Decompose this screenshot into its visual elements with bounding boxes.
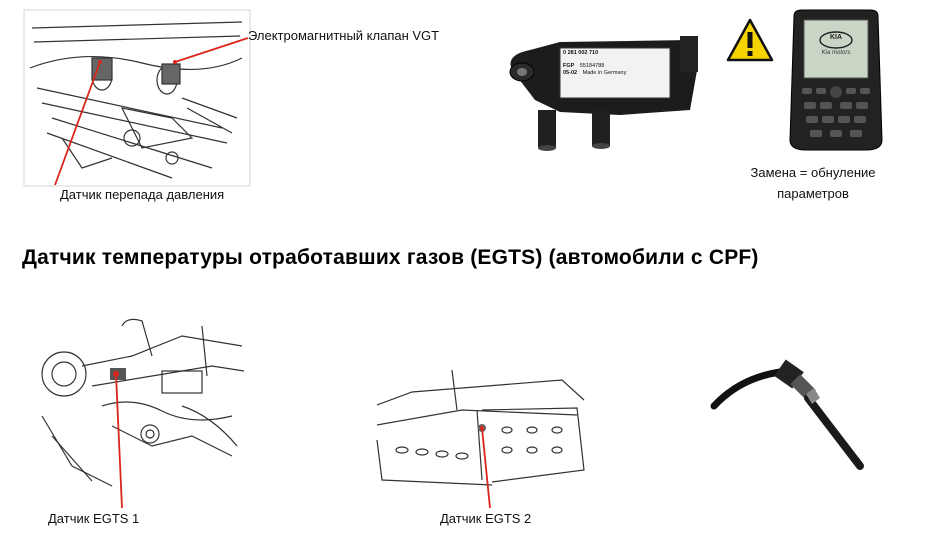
pressure-sensor-label: Датчик перепада давления: [60, 187, 225, 202]
section-heading: Датчик температуры отработавших газов (E…: [22, 246, 759, 269]
egts1-engine-illustration: [41, 318, 245, 487]
egts2-label: Датчик EGTS 2: [440, 511, 532, 526]
engine-top-illustration: [23, 9, 251, 187]
sensor-part-no: 0 281 002 710: [563, 50, 599, 56]
sensor-line: 05-02: [563, 70, 578, 76]
warning-triangle-icon: [726, 18, 774, 62]
diagnostic-tester-image: [789, 9, 883, 151]
replace-note-line2: параметров: [777, 186, 849, 201]
pressure-sensor-image: [509, 36, 698, 151]
tester-brand: KIA: [829, 34, 843, 41]
sensor-sticker-text: 0 281 002 710 FGP 55184788 05-02 Made in…: [563, 50, 671, 77]
replace-note-line1: Замена = обнуление: [750, 165, 876, 180]
vgt-valve-label: Электромагнитный клапан VGT: [248, 28, 440, 43]
sensor-made-in: Made in Germany: [582, 70, 627, 76]
egts2-cpf-illustration: [376, 369, 585, 486]
egts-sensor-probe-image: [710, 359, 864, 470]
sensor-fgp: FGP: [563, 63, 575, 69]
replace-note: Замена = обнуление параметров: [738, 162, 888, 204]
sensor-code: 55184788: [579, 63, 605, 69]
tester-screen-text: Kia motors: [821, 50, 851, 56]
egts1-label: Датчик EGTS 1: [48, 511, 140, 526]
